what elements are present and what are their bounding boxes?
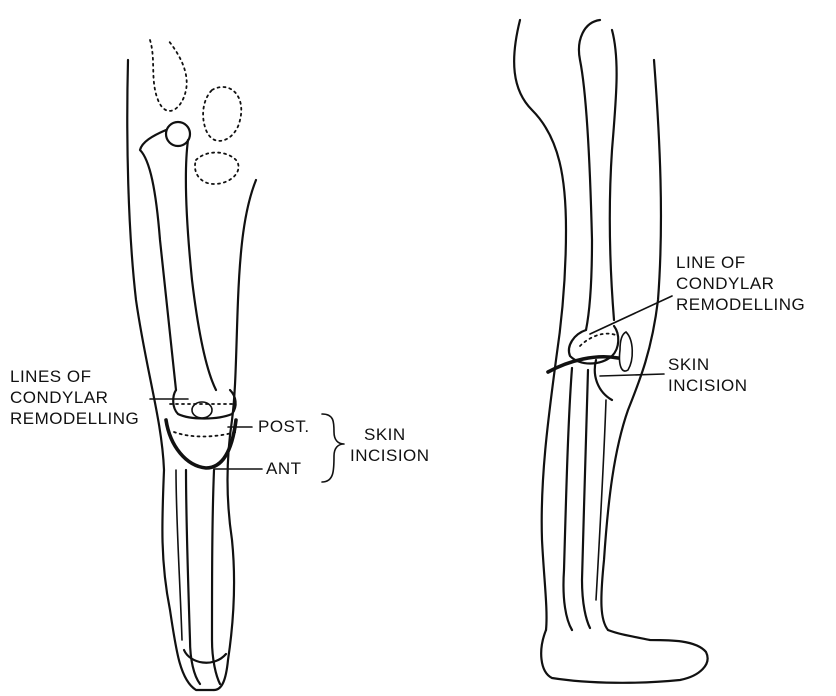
left-tibia-lateral — [186, 470, 200, 684]
right-condylar-label-line-2: CONDYLAR — [676, 273, 805, 294]
left-pubis-dotted — [195, 153, 239, 185]
right-skin-incision-line-2: INCISION — [668, 375, 748, 396]
right-fibula — [596, 400, 606, 600]
right-skin-incision-label: SKIN INCISION — [668, 354, 748, 396]
left-skin-incision-label: SKIN INCISION — [350, 424, 430, 466]
right-skin-incision-line-1: SKIN — [668, 354, 748, 375]
left-skin-incision-line-1: SKIN — [350, 424, 430, 445]
right-condylar-label: LINE OF CONDYLAR REMODELLING — [676, 252, 805, 315]
right-foot — [541, 630, 707, 683]
left-tibia-medial — [212, 470, 220, 684]
right-condylar-label-line-1: LINE OF — [676, 252, 805, 273]
right-condylar-remodelling-line — [580, 334, 618, 346]
right-leg-figure — [514, 20, 707, 683]
right-patella — [619, 332, 632, 371]
left-ant-skin-incision — [166, 420, 236, 468]
right-femur-back — [610, 30, 617, 320]
left-bracket — [322, 414, 344, 482]
left-leader-lines — [150, 399, 344, 482]
left-ant-label: ANT — [266, 458, 302, 479]
left-post-incision-dotted — [174, 432, 236, 437]
right-condylar-label-line-3: REMODELLING — [676, 294, 805, 315]
left-condylar-label-line-1: LINES OF — [10, 366, 139, 387]
left-leg-outline-lateral — [127, 60, 214, 690]
left-pelvis-dotted — [150, 40, 187, 111]
left-fibula — [176, 470, 182, 640]
right-skin-incision-curve — [595, 360, 612, 400]
left-femur-medial — [186, 140, 216, 390]
right-femur-front — [579, 20, 600, 330]
right-tibia-front — [563, 368, 572, 630]
left-obturator-dotted — [203, 87, 241, 141]
left-condylar-label: LINES OF CONDYLAR REMODELLING — [10, 366, 139, 429]
left-skin-incision-line-2: INCISION — [350, 445, 430, 466]
right-leg-outline-front — [514, 20, 566, 630]
left-condylar-label-line-2: CONDYLAR — [10, 387, 139, 408]
left-condylar-label-line-3: REMODELLING — [10, 408, 139, 429]
right-condylar-leader — [590, 296, 672, 334]
left-leg-figure — [127, 40, 256, 690]
left-post-label: POST. — [258, 416, 310, 437]
left-femoral-head — [166, 122, 190, 146]
right-incision-leader — [600, 374, 664, 376]
right-tibia-back — [582, 370, 590, 628]
